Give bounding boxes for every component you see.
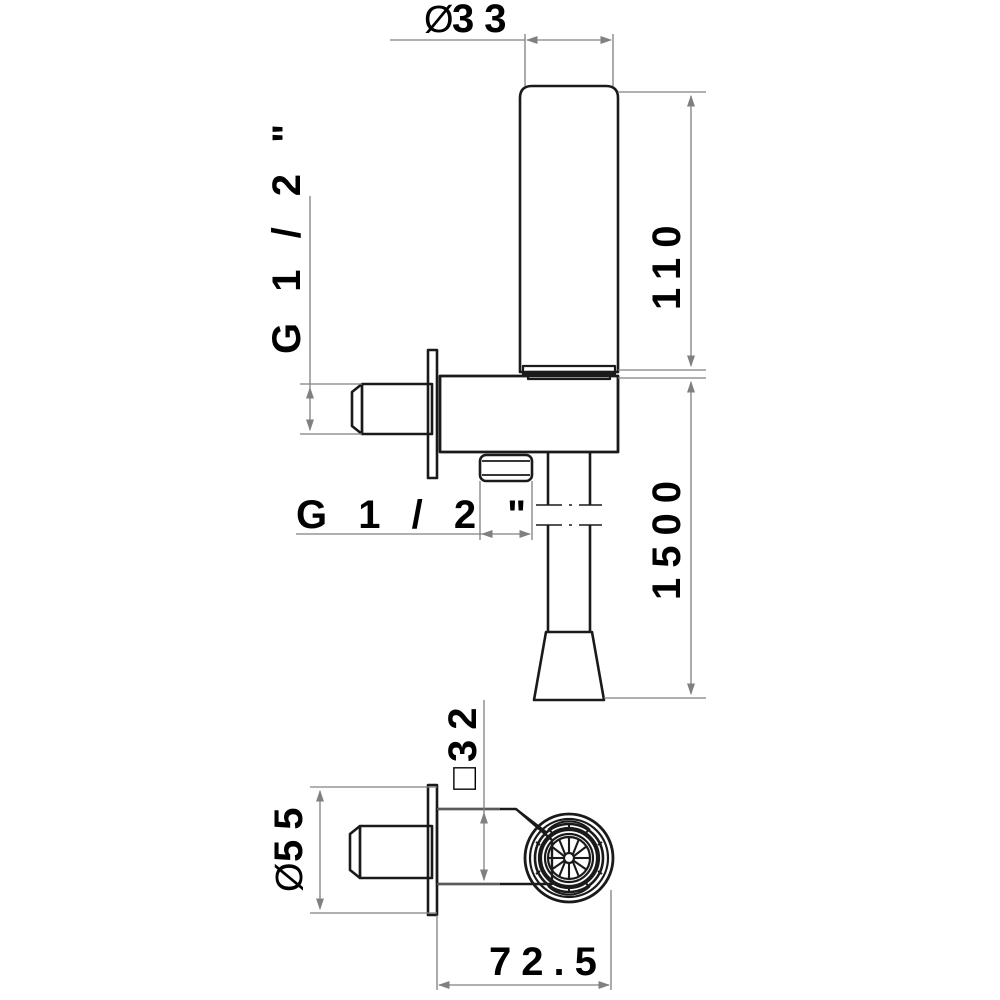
rosette-ring-2 xyxy=(528,817,610,899)
handle-body xyxy=(518,84,620,374)
hose-cone-end xyxy=(532,630,606,702)
side-view-geometry xyxy=(350,84,620,702)
dia-55-symbol: Ø xyxy=(269,862,311,892)
thread-g12-vertical-label: G 1 / 2 " xyxy=(265,114,309,354)
len-110-value: 110 xyxy=(645,215,689,310)
dia-33-symbol: Ø xyxy=(424,0,454,41)
wall-plate xyxy=(426,348,439,480)
len-725-value: 72.5 xyxy=(489,940,607,984)
inlet-nipple-chamfer xyxy=(350,382,363,436)
dia-55-value: 55 xyxy=(267,798,311,863)
plan-view-geometry xyxy=(348,783,615,917)
plan-view-dimension-text: Ø 55 □ 32 72.5 xyxy=(267,698,607,985)
rosette-ring-5 xyxy=(543,832,595,884)
hose-break-line xyxy=(536,504,602,526)
plan-inlet-nipple-chamfer xyxy=(348,824,361,880)
square-32-value: 32 xyxy=(441,698,485,763)
square-32-symbol: □ xyxy=(443,767,485,790)
rosette-outer-ring xyxy=(523,812,615,904)
side-view-dimensions xyxy=(296,34,706,699)
plan-view-dimensions xyxy=(310,700,612,990)
plan-wall-plate xyxy=(426,783,439,917)
handle-base-plate xyxy=(521,364,617,376)
thread-g12-horizontal-label: G 1 / 2 " xyxy=(296,493,536,537)
len-1500-value: 1500 xyxy=(645,471,689,600)
dia-33-value: 33 xyxy=(452,0,517,41)
rosette-slot-pattern xyxy=(535,820,603,896)
valve-body xyxy=(438,374,620,454)
plan-outlet-leader xyxy=(515,808,547,833)
side-view-dimension-text: Ø 33 110 1500 G 1 / 2 " G 1 / 2 " xyxy=(265,0,689,600)
rosette-spokes xyxy=(548,837,590,879)
outlet-fitting xyxy=(478,453,534,483)
